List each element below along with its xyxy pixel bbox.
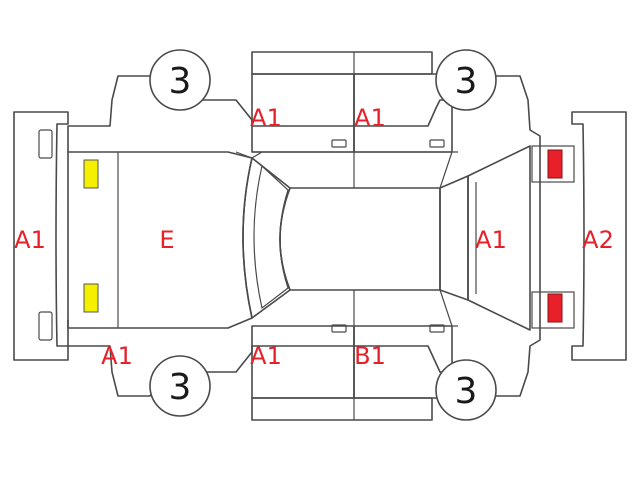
front-light-top-marker	[83, 159, 99, 189]
wheel-rear-bottom: 3	[435, 359, 497, 421]
label-front-fender-bottom: A1	[101, 342, 133, 370]
label-rear-door-top: A1	[354, 104, 386, 132]
label-front-door-bottom: A1	[250, 342, 282, 370]
label-hood: E	[159, 226, 174, 254]
label-rear-bumper: A2	[582, 226, 614, 254]
c-pillar-top	[439, 151, 458, 189]
windshield-inner	[253, 164, 289, 310]
top-rear-door-handle	[429, 139, 445, 148]
bottom-roof-rail	[251, 397, 433, 421]
label-front-door-top: A1	[250, 104, 282, 132]
a-pillar-top	[235, 151, 263, 159]
top-front-door-handle	[331, 139, 347, 148]
front-bumper-tab-top	[38, 129, 53, 159]
front-light-bottom-marker	[83, 283, 99, 313]
front-bumper	[13, 111, 69, 361]
wheel-rear-top-value: 3	[455, 61, 478, 102]
trunk-panel	[467, 145, 531, 331]
wheel-front-top: 3	[149, 49, 211, 111]
car-body-outline	[67, 75, 541, 397]
rear-light-bottom-frame	[531, 291, 575, 329]
wheel-front-bottom: 3	[149, 355, 211, 417]
rear-light-top-frame	[531, 145, 575, 183]
rear-light-bottom-marker	[547, 293, 563, 323]
wheel-front-top-value: 3	[169, 61, 192, 102]
label-front-bumper: A1	[14, 226, 46, 254]
rear-bumper	[571, 111, 627, 361]
windshield	[242, 157, 291, 319]
top-roof-rail	[251, 51, 433, 75]
rear-light-top-marker	[547, 149, 563, 179]
roof-panel	[279, 187, 441, 291]
label-trunk: A1	[475, 226, 507, 254]
rear-window	[439, 175, 469, 301]
bottom-front-door-handle	[331, 324, 347, 333]
wheel-rear-bottom-value: 3	[455, 371, 478, 412]
front-bumper-tab-bottom	[38, 311, 53, 341]
wheel-front-bottom-value: 3	[169, 367, 192, 408]
wheel-rear-top: 3	[435, 49, 497, 111]
bottom-rear-door-handle	[429, 324, 445, 333]
label-rear-door-bottom: B1	[354, 342, 386, 370]
